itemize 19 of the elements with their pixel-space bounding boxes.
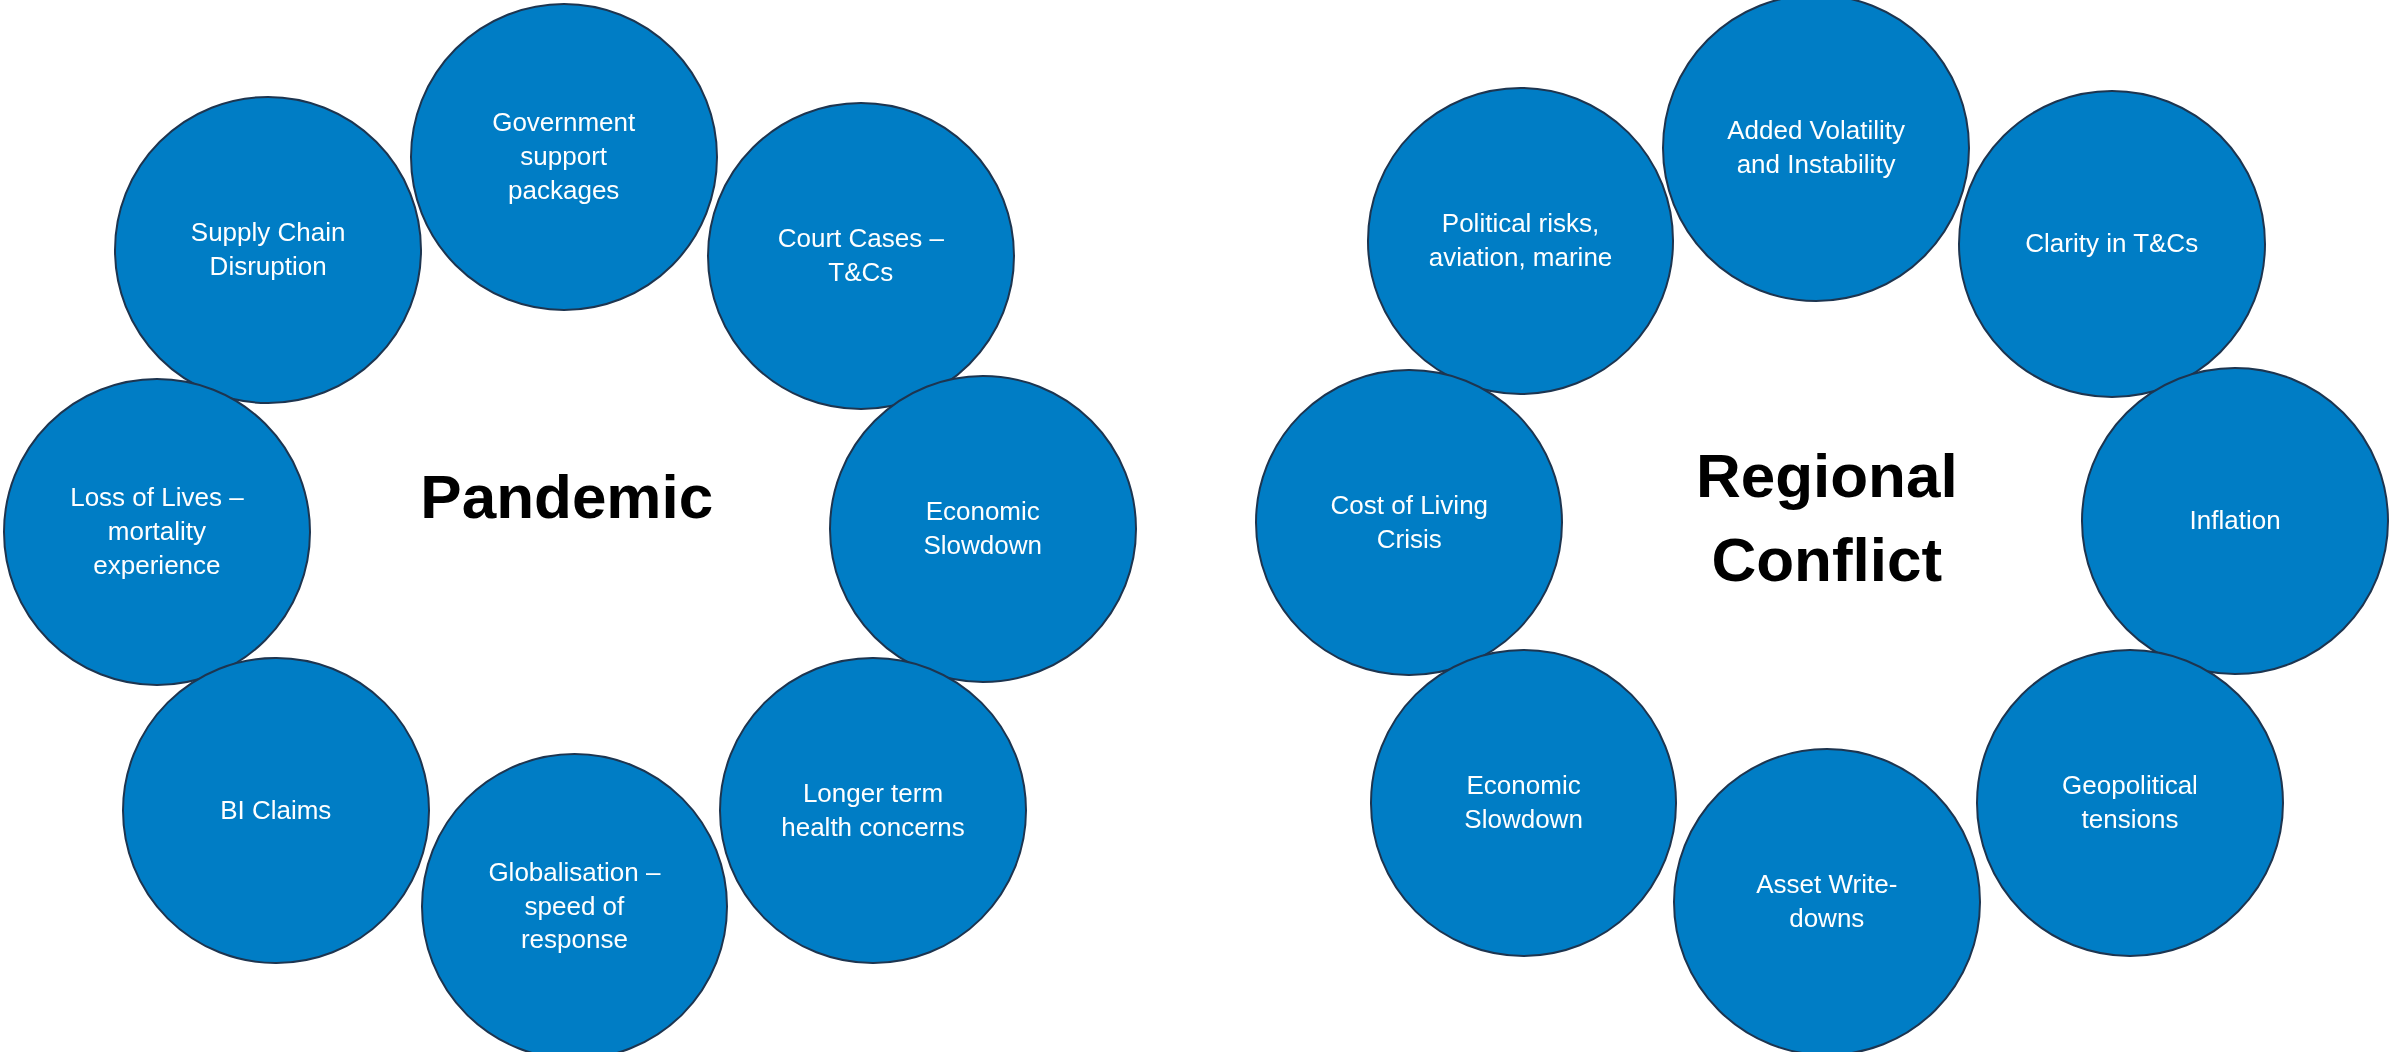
topic-text: Asset Write-downs: [1755, 868, 1899, 935]
topic-text: Loss of Lives – mortality experience: [69, 481, 245, 582]
topic-circle: [1672, 748, 1981, 1052]
topic-text: BI Claims: [219, 793, 333, 827]
group-title: Pandemic: [419, 460, 715, 533]
topic-text: Geopolitical tensions: [2061, 769, 2199, 836]
topic-text: Longer term health concerns: [780, 776, 966, 844]
topic-text: Cost of Living Crisis: [1329, 488, 1490, 556]
topic-text: Inflation: [2188, 504, 2282, 538]
group-title: Regional Conflict: [1694, 440, 1959, 596]
topic-text: Political risks, aviation, marine: [1427, 206, 1614, 274]
topic-text: Supply Chain Disruption: [189, 216, 347, 283]
topic-text: Court Cases – T&Cs: [776, 222, 945, 289]
topic-text: Economic Slowdown: [922, 494, 1043, 562]
topic-text: Economic Slowdown: [1463, 769, 1584, 836]
topic-text: Globalisation – speed of response: [487, 855, 662, 957]
topic-text: Government support packages: [491, 106, 637, 207]
topic-text: Added Volatility and Instability: [1726, 114, 1906, 181]
topic-text: Clarity in T&Cs: [2024, 226, 2200, 260]
